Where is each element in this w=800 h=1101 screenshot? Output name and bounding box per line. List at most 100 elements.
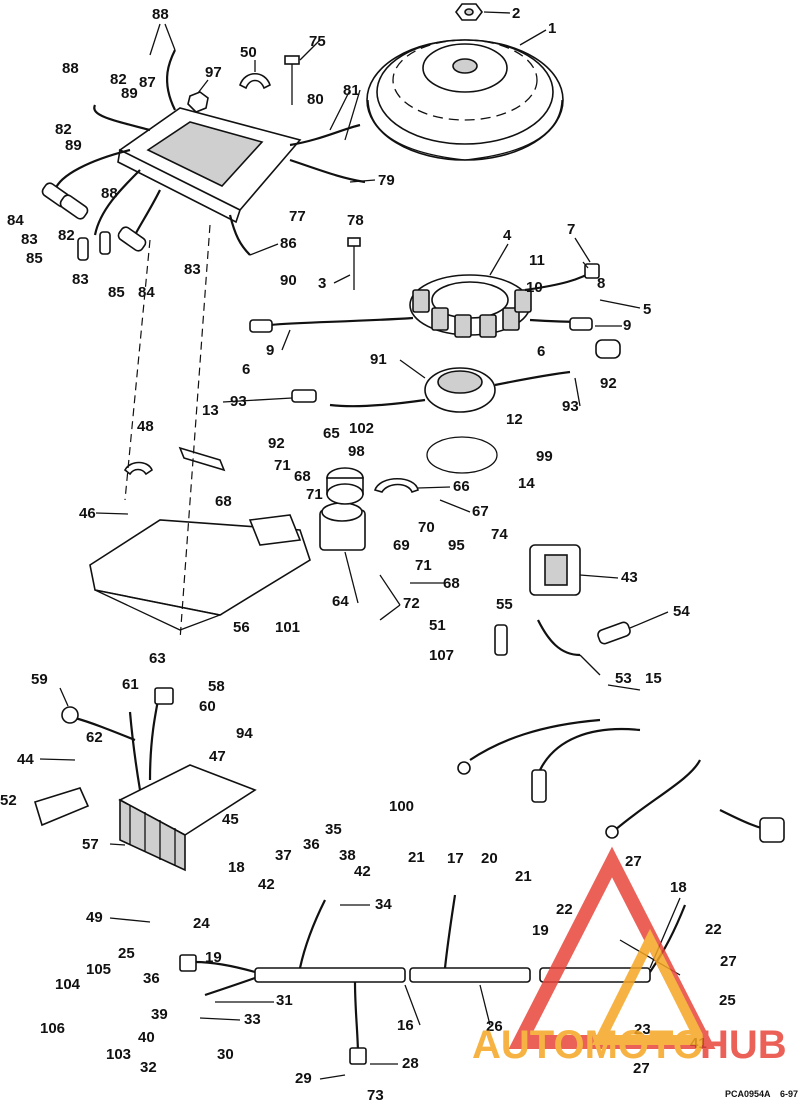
callout-17: 17	[447, 850, 464, 867]
callout-47: 47	[209, 748, 226, 765]
callout-24: 24	[193, 915, 210, 932]
battery-cables-15	[457, 718, 785, 843]
callout-25: 25	[719, 992, 736, 1009]
callout-1: 1	[548, 20, 556, 37]
watermark-text-right: HUB	[700, 1023, 787, 1067]
callout-37: 37	[275, 847, 292, 864]
callout-85: 85	[108, 284, 125, 301]
callout-64: 64	[332, 593, 349, 610]
callout-20: 20	[481, 850, 498, 867]
callout-45: 45	[222, 811, 239, 828]
callout-42: 42	[258, 876, 275, 893]
callout-88: 88	[62, 60, 79, 77]
callout-18: 18	[228, 859, 245, 876]
callout-99: 99	[536, 448, 553, 465]
callout-19: 19	[205, 949, 222, 966]
callout-23: 23	[634, 1021, 651, 1038]
callout-92: 92	[600, 375, 617, 392]
alignment-lines	[124, 224, 211, 641]
callout-68: 68	[294, 468, 311, 485]
callout-90: 90	[280, 272, 297, 289]
callout-15: 15	[645, 670, 662, 687]
callout-8: 8	[597, 275, 605, 292]
mounting-screw-75	[284, 55, 300, 105]
callout-27: 27	[720, 953, 737, 970]
callout-84: 84	[7, 212, 24, 229]
callout-75: 75	[309, 33, 326, 50]
trigger	[291, 339, 621, 413]
callout-48: 48	[137, 418, 154, 435]
callout-6: 6	[242, 361, 250, 378]
callout-107: 107	[429, 647, 454, 664]
callout-2: 2	[512, 5, 520, 22]
retaining-ring-12	[426, 436, 498, 474]
flywheel-nut	[455, 3, 483, 21]
date-code: 6-97	[780, 1089, 798, 1099]
callout-55: 55	[496, 596, 513, 613]
callout-51: 51	[429, 617, 446, 634]
flywheel	[366, 39, 564, 161]
callout-46: 46	[79, 505, 96, 522]
callout-22: 22	[705, 921, 722, 938]
callout-7: 7	[567, 221, 575, 238]
callout-103: 103	[106, 1046, 131, 1063]
callout-4: 4	[503, 227, 512, 244]
callout-82: 82	[58, 227, 75, 244]
callout-12: 12	[506, 411, 523, 428]
callout-33: 33	[244, 1011, 261, 1028]
callout-85: 85	[26, 250, 43, 267]
watermark: AUTOMOTO HUB	[472, 846, 787, 1067]
callout-94: 94	[236, 725, 253, 742]
callout-9: 9	[266, 342, 274, 359]
callout-68: 68	[443, 575, 460, 592]
callout-58: 58	[208, 678, 225, 695]
callout-71: 71	[274, 457, 291, 474]
callout-18: 18	[670, 879, 687, 896]
callout-95: 95	[448, 537, 465, 554]
callout-34: 34	[375, 896, 392, 913]
callout-83: 83	[72, 271, 89, 288]
callout-65: 65	[323, 425, 340, 442]
callout-28: 28	[402, 1055, 419, 1072]
callout-54: 54	[673, 603, 690, 620]
callout-84: 84	[138, 284, 155, 301]
callout-6: 6	[537, 343, 545, 360]
callout-30: 30	[217, 1046, 234, 1063]
callout-29: 29	[295, 1070, 312, 1087]
callout-13: 13	[202, 402, 219, 419]
callout-71: 71	[415, 557, 432, 574]
callout-22: 22	[556, 901, 573, 918]
callout-9: 9	[623, 317, 631, 334]
spark-plug-boots	[494, 619, 631, 657]
callout-68: 68	[215, 493, 232, 510]
callout-91: 91	[370, 351, 387, 368]
callout-71: 71	[306, 486, 323, 503]
clip-48	[123, 461, 153, 476]
watermark-logo-icon	[508, 846, 716, 1049]
nut-97	[187, 91, 209, 113]
solenoid-64	[319, 502, 366, 551]
callout-38: 38	[339, 847, 356, 864]
callout-31: 31	[276, 992, 293, 1009]
callout-40: 40	[138, 1029, 155, 1046]
ignition-coil-43	[529, 544, 581, 596]
callout-11: 11	[529, 252, 545, 269]
callout-83: 83	[21, 231, 38, 248]
callout-52: 52	[0, 792, 17, 809]
rectifier-57	[118, 764, 257, 872]
stator-wires	[249, 263, 600, 333]
switch-box	[117, 107, 302, 224]
bushing-65	[326, 467, 364, 505]
bracket-52	[34, 787, 90, 827]
callout-labels: 1 2 3 4 5 6 6 7 8 9 9 10 11 12 13 14 15 …	[0, 5, 737, 1101]
callout-21: 21	[408, 849, 425, 866]
callout-88: 88	[152, 6, 169, 23]
callout-35: 35	[325, 821, 342, 838]
callout-53: 53	[615, 670, 632, 687]
callout-89: 89	[121, 85, 138, 102]
callout-21: 21	[515, 868, 532, 885]
callout-50: 50	[240, 44, 257, 61]
callout-80: 80	[307, 91, 324, 108]
callout-19: 19	[532, 922, 549, 939]
